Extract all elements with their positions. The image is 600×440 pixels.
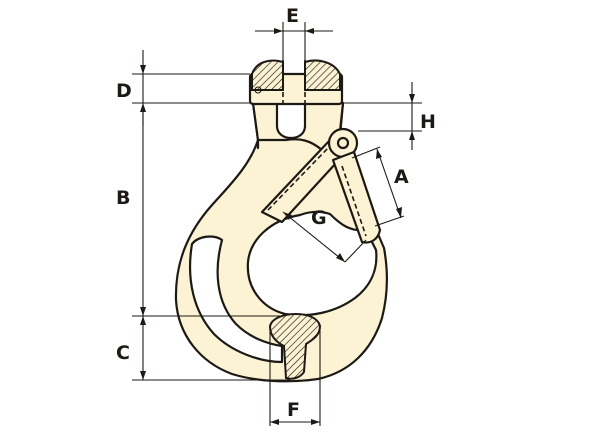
h-arrow-bottom xyxy=(409,131,415,140)
dimension-lines xyxy=(132,22,422,426)
hook-slot xyxy=(188,235,284,364)
label-c: C xyxy=(116,342,130,364)
f-arrow-right xyxy=(311,419,320,425)
e-arrow-right xyxy=(305,28,314,34)
f-arrow-left xyxy=(270,419,279,425)
bottom-bearing xyxy=(268,312,322,380)
latch-tongue-dash xyxy=(341,165,367,237)
g-arrow-bottom xyxy=(336,253,345,262)
collar-pin xyxy=(254,86,262,94)
collar-right-hatch xyxy=(304,59,341,91)
collar-left-hatch xyxy=(251,59,284,91)
h-arrow-top xyxy=(409,94,415,103)
label-h: H xyxy=(420,111,436,133)
g-dim-line xyxy=(282,211,346,263)
safety-latch xyxy=(260,127,382,244)
a-ext-bottom xyxy=(374,215,405,227)
g-ext xyxy=(344,239,367,263)
b-arrow-bottom xyxy=(140,307,146,316)
a-arrow-bottom xyxy=(396,207,402,218)
a-arrow-top xyxy=(376,149,382,159)
dimension-labels: E D B C H A G F xyxy=(116,5,436,421)
label-a: A xyxy=(394,166,409,188)
label-g: G xyxy=(311,207,327,229)
label-e: E xyxy=(286,5,299,27)
latch-arm-dash xyxy=(267,147,329,211)
d-arrow-bottom xyxy=(140,103,146,112)
shank-bore xyxy=(275,102,307,140)
latch-pivot-pin xyxy=(336,136,350,150)
hook-body xyxy=(174,101,388,383)
label-b: B xyxy=(116,187,130,209)
label-d: D xyxy=(116,80,132,102)
bearing-section xyxy=(268,312,322,380)
g-arrow-top xyxy=(283,212,292,220)
top-collar xyxy=(248,59,344,106)
hook-outline xyxy=(174,101,388,383)
a-dim-line xyxy=(376,148,402,219)
a-ext-top xyxy=(351,146,381,159)
e-arrow-left xyxy=(274,28,283,34)
d-arrow-top xyxy=(140,65,146,74)
c-arrow-bottom xyxy=(140,371,146,380)
label-f: F xyxy=(287,399,300,421)
c-arrow-top xyxy=(140,316,146,325)
